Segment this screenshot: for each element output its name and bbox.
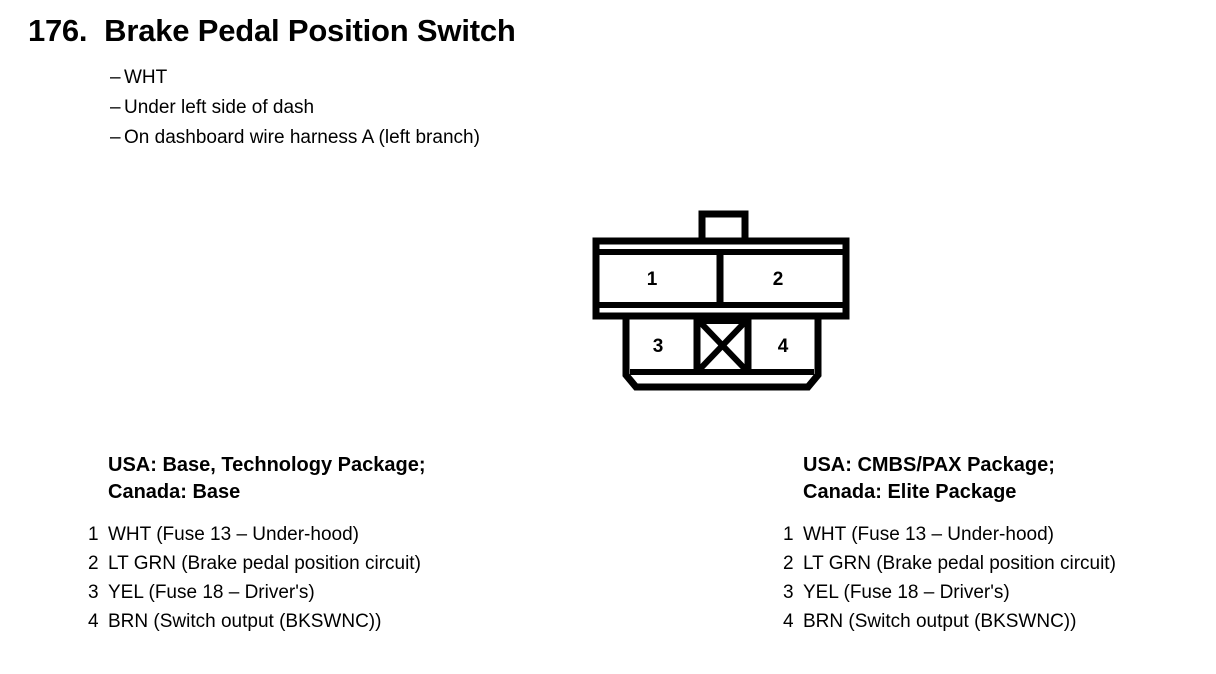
variant-heading-line-2: Canada: Base <box>108 481 241 503</box>
pin-list-item: 1 WHT (Fuse 13 – Under-hood) <box>88 520 648 549</box>
pin-index: 4 <box>88 611 99 632</box>
item-number: 176. <box>28 13 88 48</box>
component-notes-list: –WHT –Under left side of dash –On dashbo… <box>110 63 480 153</box>
pin-list-right: 1 WHT (Fuse 13 – Under-hood) 2 LT GRN (Bra… <box>783 520 1193 636</box>
cavity-label-2: 2 <box>773 269 784 290</box>
pin-description: BRN (Switch output (BKSWNC)) <box>108 611 382 632</box>
pin-list-item: 2 LT GRN (Brake pedal position circuit) <box>783 549 1193 578</box>
connector-diagram: 1 2 3 4 <box>580 200 870 405</box>
note-item: –Under left side of dash <box>110 93 480 123</box>
pin-list-item: 4 BRN (Switch output (BKSWNC)) <box>88 607 648 636</box>
dash-marker: – <box>110 127 121 148</box>
variant-heading-line-2: Canada: Elite Package <box>803 481 1017 503</box>
pin-description: YEL (Fuse 18 – Driver's) <box>803 582 1010 603</box>
pin-index: 4 <box>783 611 794 632</box>
pin-description: YEL (Fuse 18 – Driver's) <box>108 582 315 603</box>
cavity-label-3: 3 <box>653 336 664 357</box>
pin-description: BRN (Switch output (BKSWNC)) <box>803 611 1077 632</box>
page-title: 176. Brake Pedal Position Switch <box>28 13 516 49</box>
pin-index: 3 <box>88 582 99 603</box>
pin-index: 3 <box>783 582 794 603</box>
component-title: Brake Pedal Position Switch <box>104 13 516 48</box>
note-text: WHT <box>124 67 168 88</box>
pin-description: WHT (Fuse 13 – Under-hood) <box>108 524 359 545</box>
pin-list-left: 1 WHT (Fuse 13 – Under-hood) 2 LT GRN (Bra… <box>88 520 648 636</box>
variant-column-left: USA: Base, Technology Package; Canada: B… <box>88 452 668 632</box>
cavity-label-4: 4 <box>778 336 789 357</box>
pin-index: 1 <box>88 524 99 545</box>
pin-index: 2 <box>783 553 794 574</box>
pin-list-item: 4 BRN (Switch output (BKSWNC)) <box>783 607 1193 636</box>
pin-list-item: 1 WHT (Fuse 13 – Under-hood) <box>783 520 1193 549</box>
blocked-cavity-x-stroke-2 <box>696 318 749 373</box>
dash-marker: – <box>110 97 121 118</box>
cavity-label-1: 1 <box>647 269 658 290</box>
dash-marker: – <box>110 67 121 88</box>
note-text: Under left side of dash <box>124 97 315 118</box>
pin-description: WHT (Fuse 13 – Under-hood) <box>803 524 1054 545</box>
connector-illustration: 1 2 3 4 <box>592 210 850 391</box>
pin-list-item: 3 YEL (Fuse 18 – Driver's) <box>88 578 648 607</box>
note-item: –On dashboard wire harness A (left branc… <box>110 123 480 153</box>
variant-column-right: USA: CMBS/PAX Package; Canada: Elite Pac… <box>783 452 1213 632</box>
variant-heading-line-1: USA: Base, Technology Package; <box>108 454 426 476</box>
pin-index: 2 <box>88 553 99 574</box>
note-item: –WHT <box>110 63 480 93</box>
pin-description: LT GRN (Brake pedal position circuit) <box>108 553 421 574</box>
pin-list-item: 2 LT GRN (Brake pedal position circuit) <box>88 549 648 578</box>
variant-heading-line-1: USA: CMBS/PAX Package; <box>803 454 1055 476</box>
pin-list-item: 3 YEL (Fuse 18 – Driver's) <box>783 578 1193 607</box>
note-text: On dashboard wire harness A (left branch… <box>124 127 480 148</box>
pin-index: 1 <box>783 524 794 545</box>
pin-description: LT GRN (Brake pedal position circuit) <box>803 553 1116 574</box>
